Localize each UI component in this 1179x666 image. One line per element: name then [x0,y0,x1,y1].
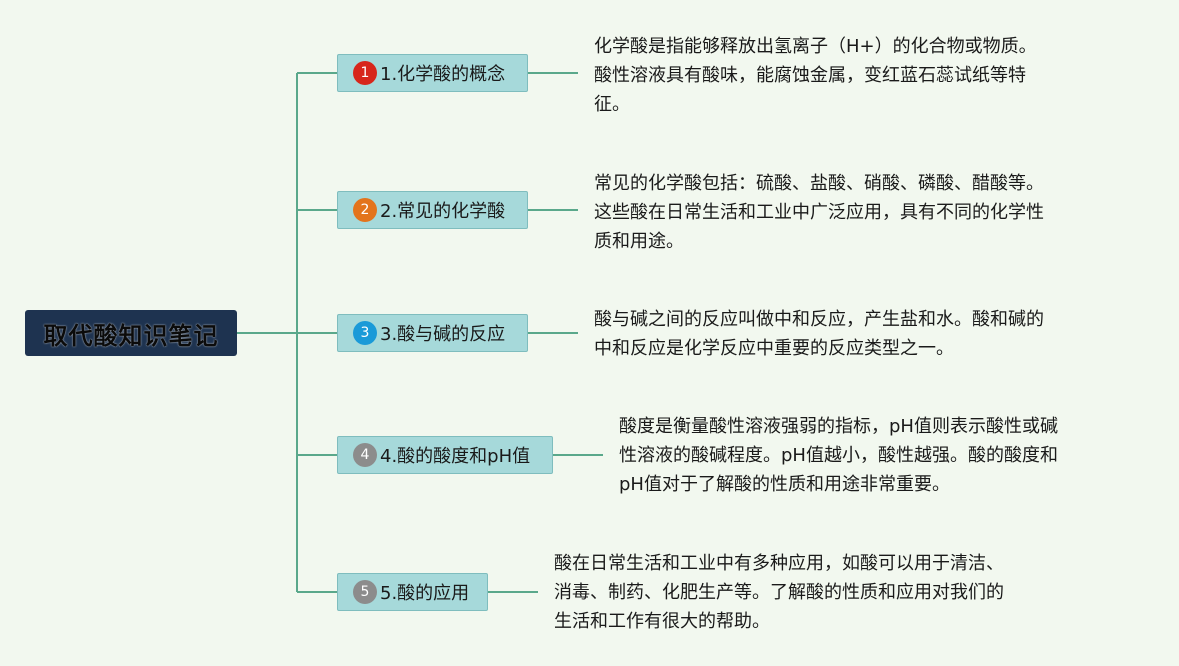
root-title: 取代酸知识笔记 [43,321,219,350]
description-line: 性溶液的酸碱程度。pH值越小，酸性越强。酸的酸度和 [619,445,1058,466]
branch-label: 3.酸与碱的反应 [380,324,506,345]
description-line: 常见的化学酸包括：硫酸、盐酸、硝酸、磷酸、醋酸等。 [594,173,1044,194]
description-2[interactable]: 常见的化学酸包括：硫酸、盐酸、硝酸、磷酸、醋酸等。 这些酸在日常生活和工业中广泛… [594,169,1044,256]
number-badge-icon: 4 [353,443,377,467]
branch-topic-4[interactable]: 4 4.酸的酸度和pH值 [337,436,553,474]
description-5[interactable]: 酸在日常生活和工业中有多种应用，如酸可以用于清洁、 消毒、制药、化肥生产等。了解… [554,549,1004,636]
description-4[interactable]: 酸度是衡量酸性溶液强弱的指标，pH值则表示酸性或碱 性溶液的酸碱程度。pH值越小… [619,412,1058,499]
number-badge-icon: 2 [353,198,377,222]
description-line: 酸在日常生活和工业中有多种应用，如酸可以用于清洁、 [554,553,1004,574]
branch-topic-2[interactable]: 2 2.常见的化学酸 [337,191,528,229]
description-3[interactable]: 酸与碱之间的反应叫做中和反应，产生盐和水。酸和碱的 中和反应是化学反应中重要的反… [594,305,1044,363]
description-line: 酸与碱之间的反应叫做中和反应，产生盐和水。酸和碱的 [594,309,1044,330]
description-line: pH值对于了解酸的性质和用途非常重要。 [619,474,950,495]
description-line: 中和反应是化学反应中重要的反应类型之一。 [594,338,954,359]
branch-label: 1.化学酸的概念 [380,64,506,85]
description-line: 质和用途。 [594,231,684,252]
description-1[interactable]: 化学酸是指能够释放出氢离子（H+）的化合物或物质。 酸性溶液具有酸味，能腐蚀金属… [594,32,1037,119]
number-badge-icon: 1 [353,61,377,85]
number-badge-icon: 5 [353,580,377,604]
root-topic[interactable]: 取代酸知识笔记 [25,310,237,356]
branch-topic-3[interactable]: 3 3.酸与碱的反应 [337,314,528,352]
number-badge-icon: 3 [353,321,377,345]
branch-topic-1[interactable]: 1 1.化学酸的概念 [337,54,528,92]
description-line: 酸度是衡量酸性溶液强弱的指标，pH值则表示酸性或碱 [619,416,1058,437]
description-line: 这些酸在日常生活和工业中广泛应用，具有不同的化学性 [594,202,1044,223]
description-line: 酸性溶液具有酸味，能腐蚀金属，变红蓝石蕊试纸等特 [594,65,1026,86]
description-line: 生活和工作有很大的帮助。 [554,611,770,632]
branch-topic-5[interactable]: 5 5.酸的应用 [337,573,488,611]
branch-label: 2.常见的化学酸 [380,201,506,222]
description-line: 化学酸是指能够释放出氢离子（H+）的化合物或物质。 [594,36,1037,57]
branch-label: 5.酸的应用 [380,583,470,604]
description-line: 征。 [594,94,630,115]
description-line: 消毒、制药、化肥生产等。了解酸的性质和应用对我们的 [554,582,1004,603]
branch-label: 4.酸的酸度和pH值 [380,446,531,467]
